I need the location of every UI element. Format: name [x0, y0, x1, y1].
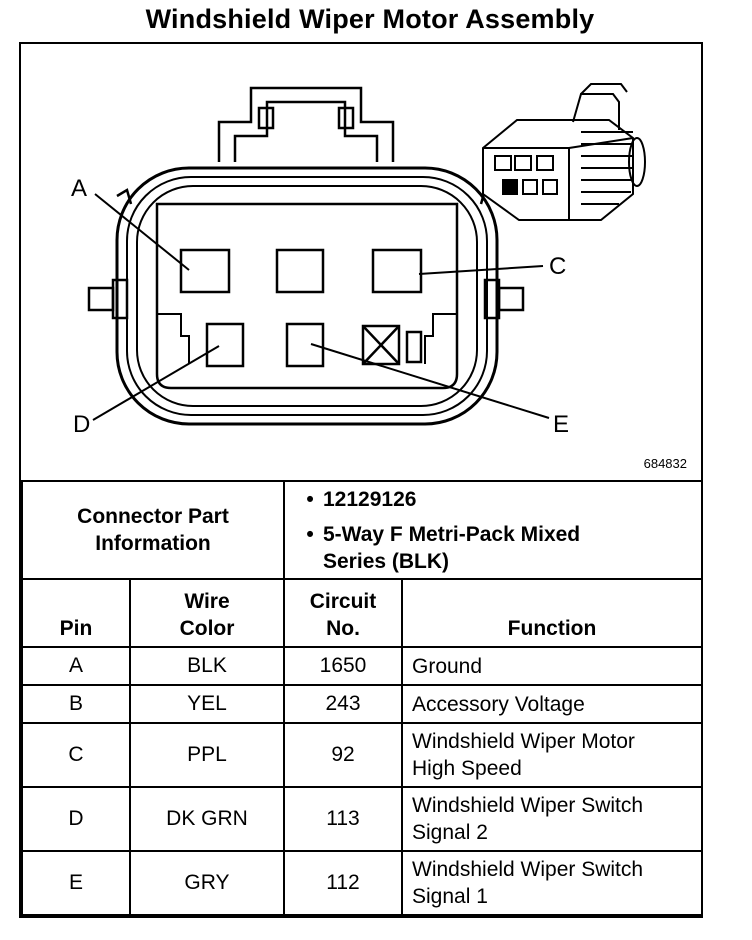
cell-circuit: 112 [283, 850, 403, 916]
pin-cavity-key [405, 330, 423, 364]
cell-pin: B [21, 684, 131, 724]
pin-label-d: D [73, 411, 90, 438]
pinout-table: Connector Part Information • 12129126 • … [21, 480, 704, 916]
cell-pin: D [21, 786, 131, 852]
cell-wire-color: DK GRN [129, 786, 285, 852]
connector-info-details: • 12129126 • 5-Way F Metri-Pack Mixed Se… [282, 480, 704, 580]
connector-description-line1: 5-Way F Metri-Pack Mixed [323, 523, 581, 546]
pin-cavities [179, 248, 423, 368]
cell-circuit: 1650 [283, 646, 403, 686]
bullet-icon: • [306, 488, 314, 511]
cell-circuit: 92 [283, 722, 403, 788]
connector-info-label-line2: Information [95, 532, 211, 555]
cell-circuit: 243 [283, 684, 403, 724]
connector-housing [115, 166, 499, 426]
connector-description: 5-Way F Metri-Pack Mixed Series (BLK) [323, 521, 580, 575]
cell-wire-color: YEL [129, 684, 285, 724]
pin-label-c: C [549, 253, 566, 280]
pin-label-a: A [71, 175, 87, 202]
leader-c [418, 265, 544, 275]
table-row: C PPL 92 Windshield Wiper Motor High Spe… [21, 722, 704, 788]
cell-function: Windshield Wiper Switch Signal 1 [400, 850, 704, 916]
cell-pin: E [21, 850, 131, 916]
header-wire-color: Wire Color [129, 578, 285, 648]
cell-function: Accessory Voltage [400, 684, 704, 724]
connector-perspective-icon [482, 83, 646, 221]
cell-function: Ground [400, 646, 704, 686]
pin-cavity-a [179, 248, 231, 294]
connector-part-number: 12129126 [323, 488, 417, 511]
pin-leaders [92, 193, 550, 421]
pin-cavity-b [275, 248, 325, 294]
bullet-icon: • [306, 523, 314, 546]
diagram-frame: A C D E [19, 42, 704, 918]
cell-wire-color: GRY [129, 850, 285, 916]
pin-cavity-c [371, 248, 423, 294]
connector-diagram: A C D E [21, 44, 701, 480]
table-row: E GRY 112 Windshield Wiper Switch Signal… [21, 850, 704, 916]
cell-function: Windshield Wiper Switch Signal 2 [400, 786, 704, 852]
connector-description-line2: Series (BLK) [323, 550, 450, 573]
figure-number: 684832 [643, 456, 687, 471]
table-row: A BLK 1650 Ground [21, 646, 704, 686]
page-title: Windshield Wiper Motor Assembly [145, 4, 595, 34]
header-circuit: Circuit No. [283, 578, 403, 648]
leader-d [92, 345, 220, 421]
table-row: B YEL 243 Accessory Voltage [21, 684, 704, 724]
cell-pin: A [21, 646, 131, 686]
cell-wire-color: BLK [129, 646, 285, 686]
table-row: D DK GRN 113 Windshield Wiper Switch Sig… [21, 786, 704, 852]
cell-wire-color: PPL [129, 722, 285, 788]
connector-info-label-line1: Connector Part [77, 505, 229, 528]
pin-cavity-d [205, 322, 245, 368]
connector-latch [217, 86, 395, 162]
header-pin: Pin [21, 578, 131, 648]
header-function: Function [400, 578, 704, 648]
connector-drawing: A C D E [71, 83, 646, 438]
pin-label-e: E [553, 411, 569, 438]
pin-cavity-e [285, 322, 325, 368]
cell-circuit: 113 [283, 786, 403, 852]
leader-e [310, 343, 550, 419]
leader-a [94, 193, 190, 271]
table-header-row: Pin Wire Color Circuit No. Function [21, 578, 704, 648]
connector-info-label: Connector Part Information [21, 480, 285, 580]
cell-function: Windshield Wiper Motor High Speed [400, 722, 704, 788]
cell-pin: C [21, 722, 131, 788]
